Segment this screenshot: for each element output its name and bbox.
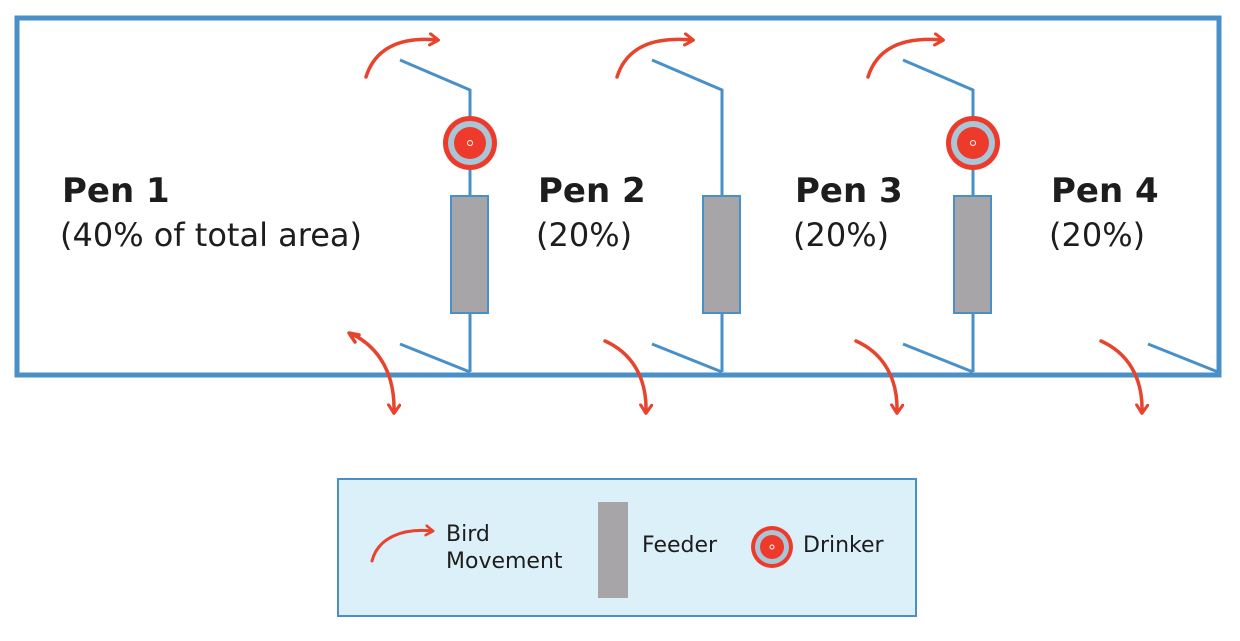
drinker-icon — [443, 116, 497, 170]
pen-1-title: Pen 1 — [62, 171, 170, 211]
legend-bird-movement-icon — [370, 530, 432, 563]
pen-2-title: Pen 2 — [538, 171, 646, 211]
feeder-icon — [450, 195, 489, 314]
legend-feeder-icon — [598, 502, 628, 598]
bird-movement-arrow — [350, 332, 394, 412]
bird-movement-arrow — [615, 39, 692, 79]
pen-4-share: (20%) — [1049, 216, 1145, 254]
bird-movement-arrow — [866, 39, 942, 79]
bird-movement-arrow — [854, 339, 897, 412]
bird-movement-arrow — [603, 339, 646, 412]
legend: Bird Movement Feeder Drinker — [337, 478, 917, 617]
barn-outline — [14, 15, 1222, 378]
pen-3-share: (20%) — [793, 216, 889, 254]
partition-gate-bottom — [902, 342, 974, 374]
feeder-icon — [953, 195, 992, 314]
feeder-icon — [702, 195, 741, 314]
partition-gate-top — [399, 58, 472, 120]
partition-gate-top — [902, 58, 975, 120]
pen-2-share: (20%) — [536, 216, 632, 254]
legend-bird-movement-label-line1: Bird — [446, 522, 490, 547]
partition-3 — [902, 58, 1000, 374]
partition-1 — [399, 58, 497, 374]
bird-movement-arrow — [364, 39, 437, 79]
legend-drinker-label: Drinker — [803, 533, 885, 558]
partition-2 — [651, 58, 741, 374]
drinker-icon — [946, 116, 1000, 170]
legend-drinker-icon — [751, 526, 793, 568]
partition-gate-top — [651, 58, 724, 196]
bird-movement-arrow — [1099, 339, 1142, 412]
pen-4-title: Pen 4 — [1051, 171, 1159, 211]
legend-bird-movement-label-line2: Movement — [446, 549, 563, 574]
bird-movement-arrow-head-start — [347, 331, 361, 344]
pen-3-title: Pen 3 — [795, 171, 903, 211]
partition-gate-bottom — [651, 342, 723, 374]
exit-gate-bottom — [1147, 342, 1219, 374]
legend-feeder-label: Feeder — [642, 533, 718, 558]
pen-1-share: (40% of total area) — [60, 216, 362, 254]
partition-gate-bottom — [399, 342, 471, 374]
